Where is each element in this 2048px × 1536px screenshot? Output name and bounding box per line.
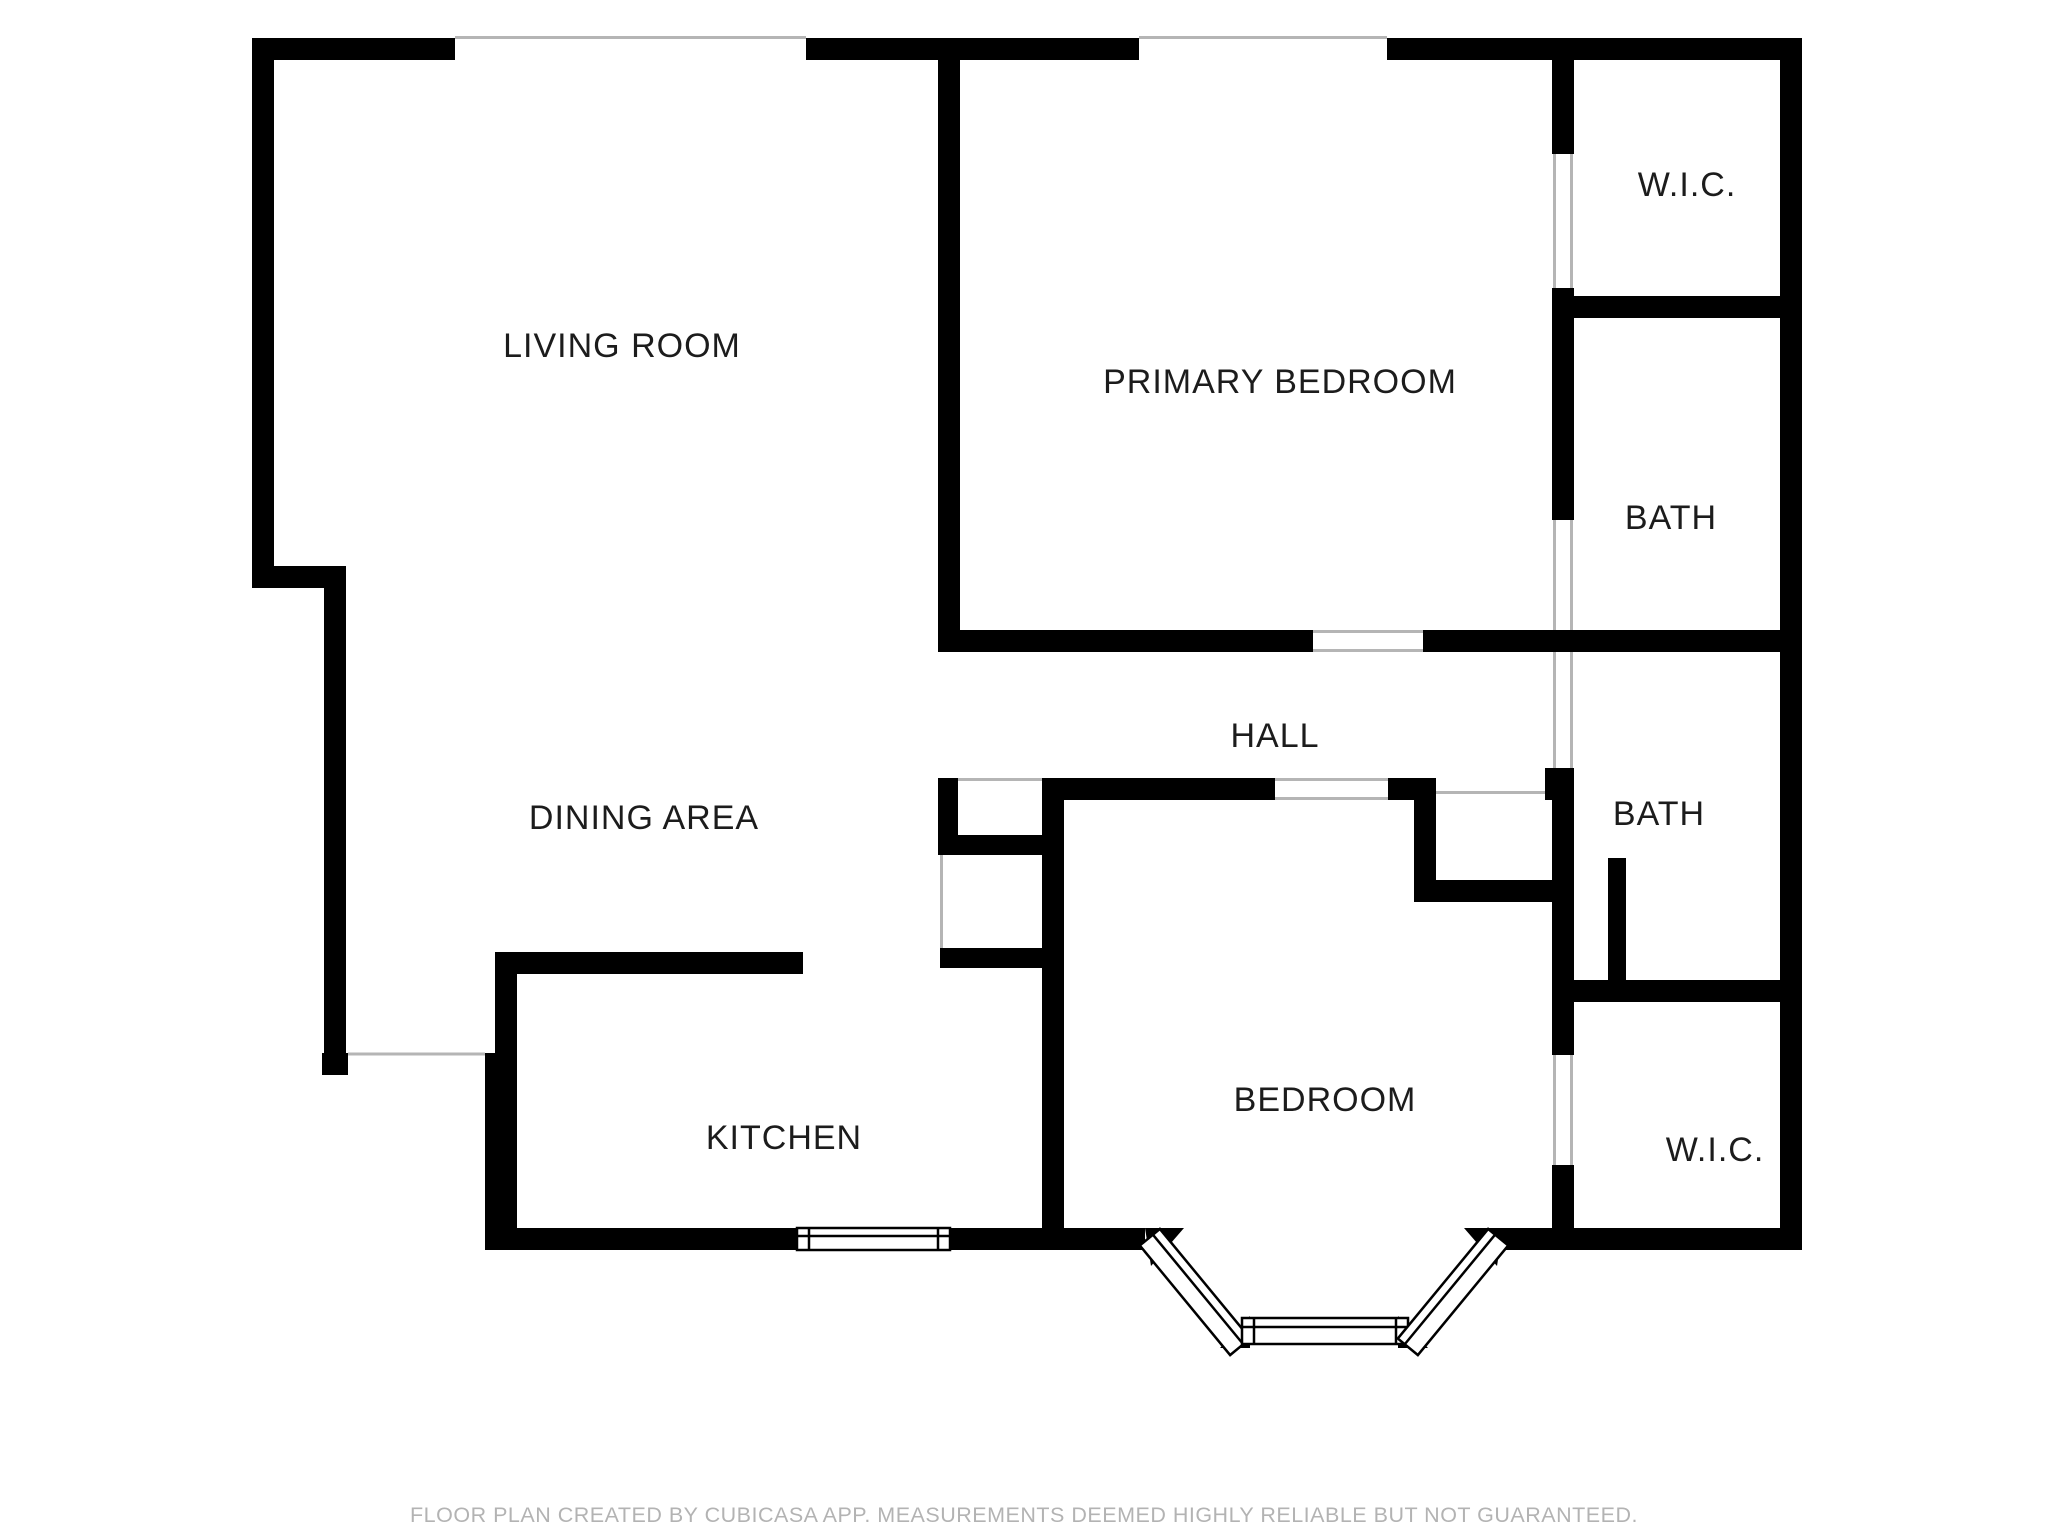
wall-segment [1552,980,1780,1002]
wall-segment [1423,630,1802,652]
wall-segment [252,38,455,60]
room-label-wic-lower: W.I.C. [1666,1131,1765,1169]
wall-segment [940,948,1064,968]
wall-segment [948,835,1042,855]
bay-window-left-pane [1138,1227,1252,1357]
window [1396,1227,1510,1357]
bay-window-bottom-pane [1240,1316,1410,1346]
wall-segment [252,38,274,588]
window [1138,1227,1252,1357]
room-label-bath-lower: BATH [1613,795,1705,833]
window-midline [1151,1233,1245,1346]
wall-segment [1608,858,1626,1002]
window [1240,1316,1410,1346]
wall-segment [1552,768,1574,1055]
room-label-hall: HALL [1230,717,1319,755]
wall-segment [1545,768,1574,800]
room-label-bedroom: BEDROOM [1234,1081,1417,1119]
wall-openings [348,36,1573,1165]
room-label-living-room: LIVING ROOM [503,327,741,365]
wall-segment [1552,288,1574,520]
walls [252,38,1802,1250]
bay-window [1138,1227,1510,1357]
room-label-primary-bedroom: PRIMARY BEDROOM [1103,363,1457,401]
window-midline [1403,1233,1497,1346]
wall-segment [252,566,346,588]
wall-segment [1552,58,1574,154]
room-label-kitchen: KITCHEN [706,1119,862,1157]
kitchen-window [795,1226,952,1252]
wall-segment [485,1228,797,1250]
wall-segment [322,1053,348,1075]
wall-segment [485,1053,517,1250]
bay-window-right-pane [1396,1227,1510,1357]
window [795,1226,952,1252]
wall-segment [1042,778,1275,800]
wall-segment [950,1228,1145,1250]
room-label-wic-top: W.I.C. [1638,166,1737,204]
room-labels: LIVING ROOM PRIMARY BEDROOM W.I.C. BATH … [503,166,1765,1169]
wall-segment [806,38,1139,60]
wall-segment [495,952,517,1053]
wall-segment [938,630,1313,652]
footer-disclaimer: FLOOR PLAN CREATED BY CUBICASA APP. MEAS… [410,1503,1638,1527]
wall-segment [1552,630,1574,652]
room-label-bath-top: BATH [1625,499,1717,537]
wall-segment [1414,791,1436,902]
wall-segment [938,38,960,652]
wall-segment [1574,296,1780,318]
wall-segment [324,566,346,1053]
wall-segment [1414,880,1574,902]
room-label-dining-area: DINING AREA [529,799,759,837]
wall-segment [495,952,803,974]
wall-segment [1042,778,1064,1250]
wall-segment [1500,1228,1802,1250]
wall-segment [1387,38,1802,60]
